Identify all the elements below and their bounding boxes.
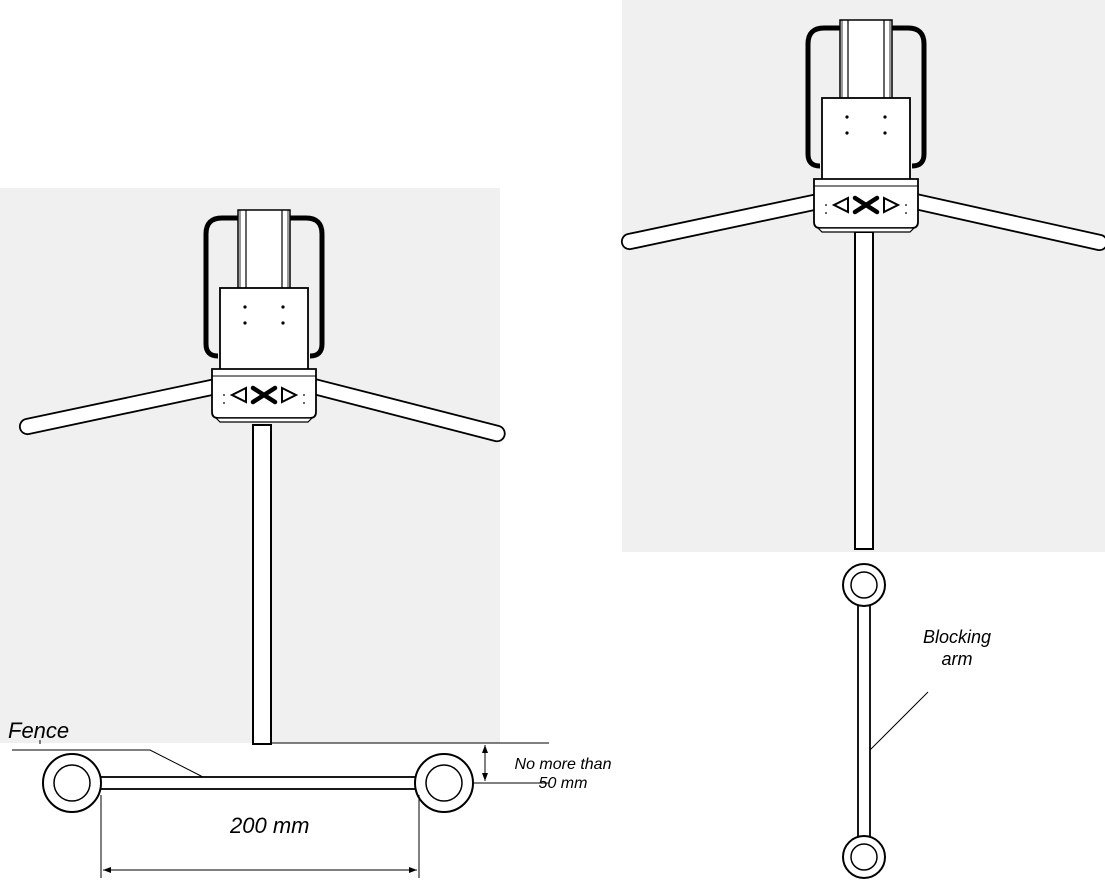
left-arm-vertical bbox=[252, 424, 272, 745]
gap-label-line1: No more than bbox=[514, 756, 612, 773]
fence-rail bbox=[99, 776, 421, 790]
blocking-arm-rod bbox=[857, 602, 871, 840]
blocking-arm-label: Blocking arm bbox=[912, 626, 1002, 670]
gap-label-line2: 50 mm bbox=[538, 775, 588, 792]
arm-label-line1: Blocking bbox=[922, 627, 992, 647]
arm-label-line2: arm bbox=[941, 649, 973, 669]
left-arm-right bbox=[312, 378, 506, 443]
width-dimension bbox=[100, 795, 420, 878]
width-label: 200 mm bbox=[230, 813, 310, 838]
left-arm-left bbox=[18, 378, 218, 436]
blocking-arm bbox=[842, 563, 886, 879]
right-turnstile bbox=[620, 0, 1105, 552]
right-arm-right bbox=[909, 192, 1105, 252]
fence-leader-line bbox=[12, 749, 204, 778]
right-arm-vertical bbox=[854, 231, 874, 550]
fence-label: Fence bbox=[8, 718, 70, 743]
gap-dimension bbox=[271, 742, 549, 784]
right-arm-left bbox=[620, 192, 825, 251]
fence bbox=[42, 753, 474, 813]
gap-label: No more than 50 mm bbox=[492, 755, 634, 793]
left-turnstile bbox=[18, 210, 506, 745]
arm-leader-line bbox=[869, 691, 929, 751]
